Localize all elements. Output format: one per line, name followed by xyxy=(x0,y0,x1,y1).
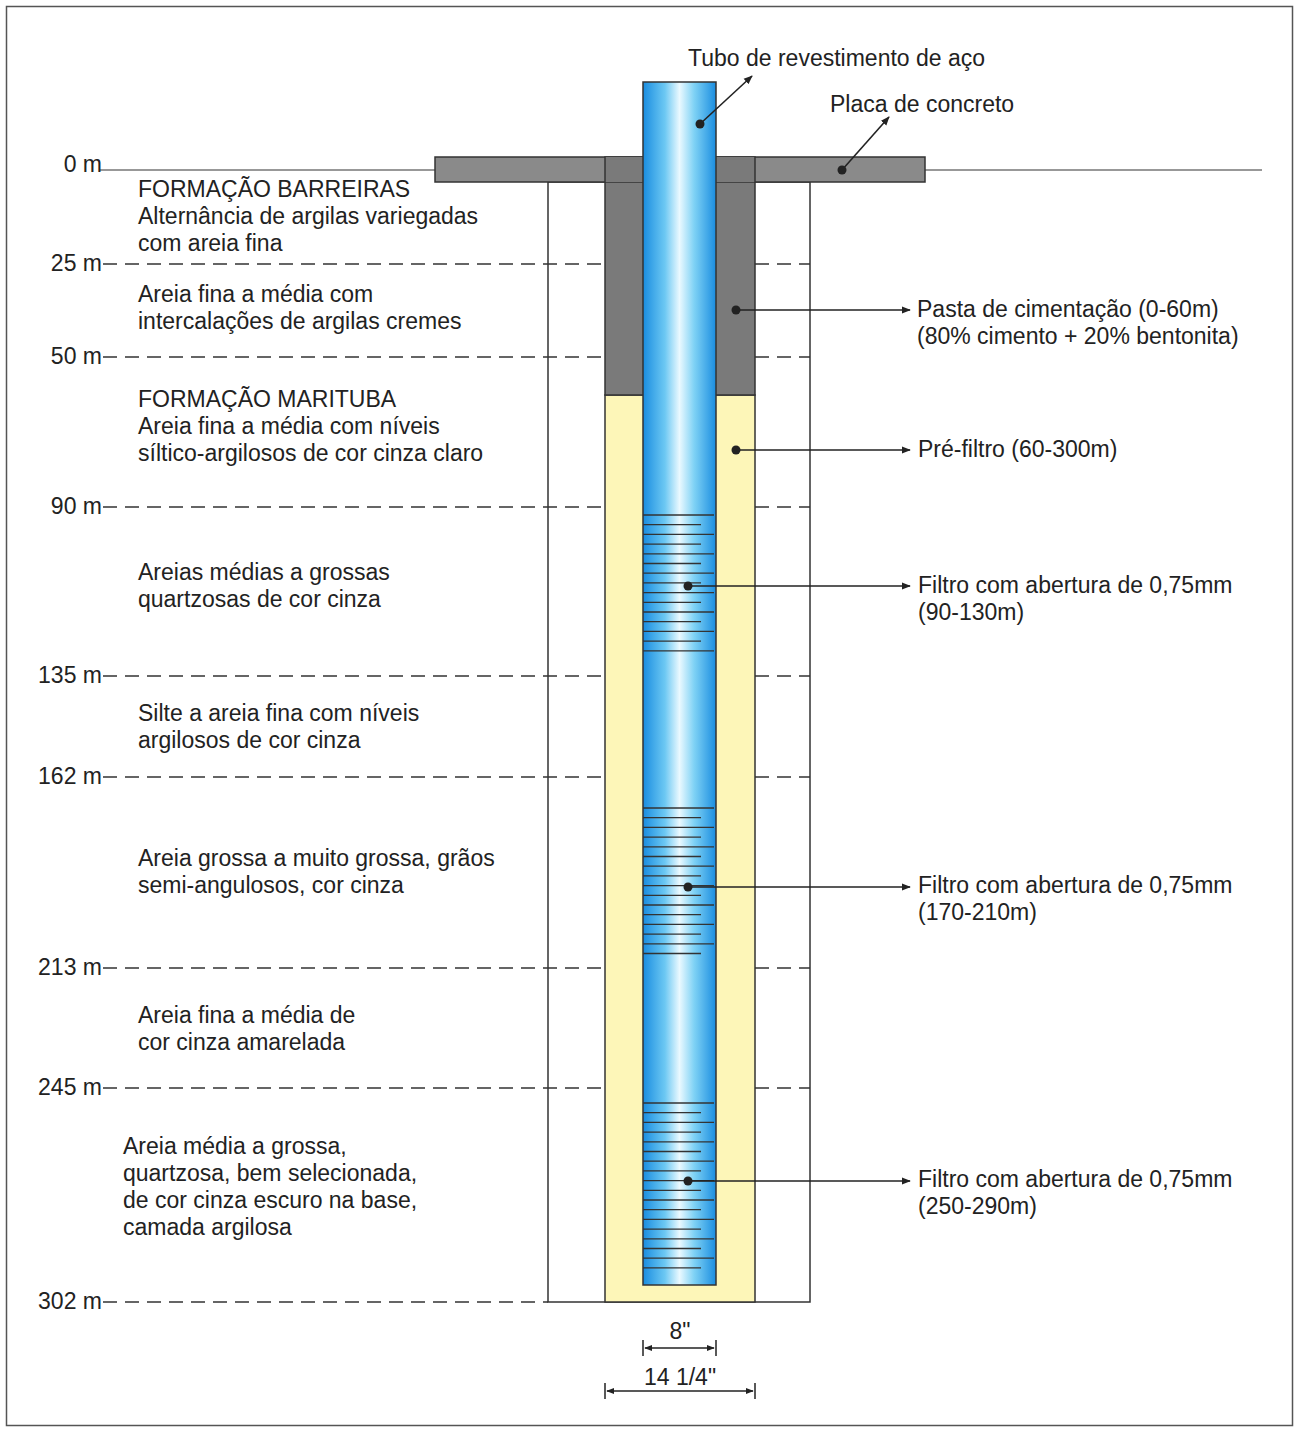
dimension-label: 8" xyxy=(630,1318,730,1345)
screen-slots xyxy=(643,515,714,1268)
depth-label: 0 m xyxy=(10,151,102,178)
layer-description: Areia grossa a muito grossa, grãos semi-… xyxy=(138,845,520,899)
leader-lines xyxy=(688,76,910,1181)
layer-description: Silte a areia fina com níveis argilosos … xyxy=(138,700,443,754)
callout-label: Tubo de revestimento de aço xyxy=(688,45,1048,72)
layer-description: Areia fina a média de cor cinza amarelad… xyxy=(138,1002,374,1056)
callout-label: Filtro com abertura de 0,75mm (250-290m) xyxy=(918,1166,1273,1220)
leader-dots xyxy=(684,120,847,1186)
formation-name: FORMAÇÃO MARITUBA xyxy=(138,386,558,413)
formation-name: FORMAÇÃO BARREIRAS xyxy=(138,176,558,203)
depth-label: 213 m xyxy=(10,954,102,981)
layer-description: Areias médias a grossas quartzosas de co… xyxy=(138,559,410,613)
depth-label: 245 m xyxy=(10,1074,102,1101)
callout-label: Pasta de cimentação (0-60m) (80% cimento… xyxy=(917,296,1292,350)
depth-label: 162 m xyxy=(10,763,102,790)
steel-casing xyxy=(643,82,716,1285)
layer-description: Alternância de argilas variegadas com ar… xyxy=(138,203,513,257)
layer-description: Areia média a grossa, quartzosa, bem sel… xyxy=(123,1133,441,1241)
dimension-label: 14 1/4" xyxy=(600,1364,760,1391)
depth-label: 25 m xyxy=(10,250,102,277)
frame xyxy=(7,7,1293,1426)
callout-label: Pré-filtro (60-300m) xyxy=(918,436,1288,463)
depth-label: 50 m xyxy=(10,343,102,370)
layer-description: Areia fina a média com níveis síltico-ar… xyxy=(138,413,503,467)
depth-label: 302 m xyxy=(10,1288,102,1315)
layer-description: Areia fina a média com intercalações de … xyxy=(138,281,483,335)
depth-label: 90 m xyxy=(10,493,102,520)
callout-label: Placa de concreto xyxy=(830,91,1130,118)
depth-label: 135 m xyxy=(10,662,102,689)
callout-label: Filtro com abertura de 0,75mm (170-210m) xyxy=(918,872,1273,926)
callout-label: Filtro com abertura de 0,75mm (90-130m) xyxy=(918,572,1273,626)
